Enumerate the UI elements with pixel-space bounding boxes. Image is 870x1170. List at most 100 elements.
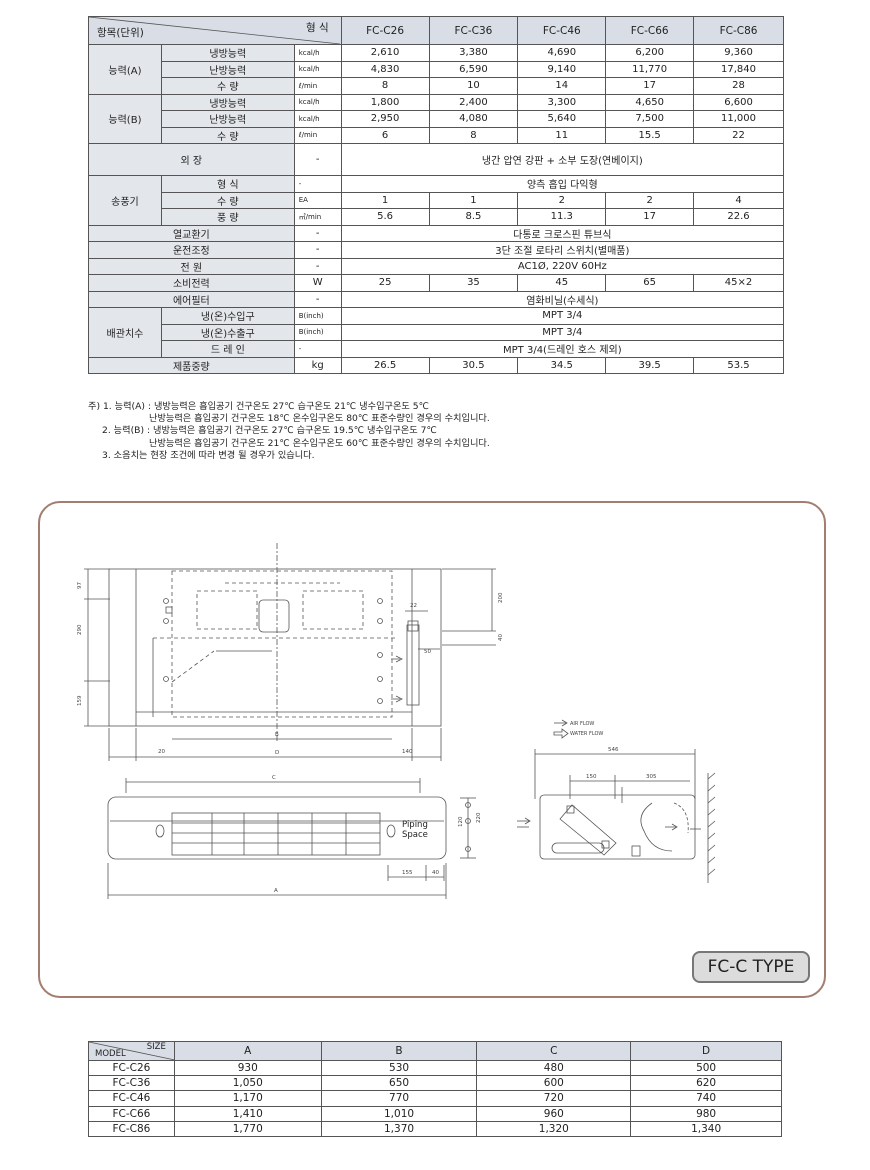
technical-drawing: 97 290 159 200 22 40 50 20 140 B D C A 1… <box>77 543 716 899</box>
spec-value: 7,500 <box>605 110 695 128</box>
spec-value: 2,610 <box>340 44 430 62</box>
spec-value: 3,380 <box>428 44 519 62</box>
dim-b: B <box>275 732 279 738</box>
spec-value: 34.5 <box>517 356 607 374</box>
group-label: 능력(A) <box>88 44 162 95</box>
row-unit: - <box>293 224 342 242</box>
size-value: 1,170 <box>173 1090 322 1107</box>
size-model: FC-C26 <box>88 1059 175 1077</box>
spec-row: 열교환기-다통로 크로스핀 튜브식 <box>88 224 785 242</box>
spec-value: 4,690 <box>517 44 607 62</box>
row-label: 수 량 <box>160 77 295 95</box>
row-unit: kg <box>293 356 342 374</box>
row-label: 냉방능력 <box>160 44 295 62</box>
size-value: 930 <box>173 1059 322 1077</box>
spec-value-merged: 다통로 크로스핀 튜브식 <box>340 224 785 242</box>
note-line: 난방능력은 흡입공기 건구온도 21℃ 온수입구온도 60℃ 표준수량인 경우의… <box>149 437 490 449</box>
model-col-4: FC-C66 <box>605 16 695 45</box>
spec-value: 45 <box>517 274 607 292</box>
dim-40: 40 <box>498 634 504 641</box>
model-col-5: FC-C86 <box>693 16 784 45</box>
size-col-a: A <box>173 1041 322 1061</box>
spec-value-merged: MPT 3/4 <box>340 307 785 325</box>
row-label: 전 원 <box>88 257 295 275</box>
row-unit: kcal/h <box>293 44 342 62</box>
size-col-c: C <box>476 1041 632 1061</box>
row-label: 형 식 <box>160 175 295 193</box>
header-diagonal-line <box>89 17 340 44</box>
legend-water-flow: WATER FLOW <box>570 731 603 737</box>
size-col-d: D <box>630 1041 782 1061</box>
header-model-label: 형 식 <box>305 22 329 34</box>
spec-value: 4,080 <box>428 110 519 128</box>
size-value: 960 <box>476 1105 632 1122</box>
size-model: FC-C46 <box>88 1090 175 1107</box>
spec-value: 3,300 <box>517 93 607 111</box>
spec-value: 8.5 <box>428 208 519 226</box>
row-label: 드 레 인 <box>160 340 295 358</box>
model-col-1: FC-C26 <box>340 16 430 45</box>
spec-value: 10 <box>428 77 519 95</box>
spec-value: 6 <box>340 126 430 144</box>
row-label: 난방능력 <box>160 60 295 78</box>
spec-value: 2,400 <box>428 93 519 111</box>
size-model: FC-C86 <box>88 1120 175 1137</box>
dim-120: 120 <box>458 816 464 827</box>
spec-value: 1 <box>340 191 430 209</box>
size-header-diagonal <box>89 1042 175 1060</box>
spec-value: 8 <box>428 126 519 144</box>
dim-22: 22 <box>410 603 417 609</box>
dim-159: 159 <box>77 695 83 706</box>
group-label: 배관치수 <box>88 307 162 358</box>
spec-value: 25 <box>340 274 430 292</box>
row-unit: kcal/h <box>293 60 342 78</box>
size-value: 980 <box>630 1105 782 1122</box>
row-unit: kcal/h <box>293 110 342 128</box>
piping-space-label: Space <box>402 830 428 840</box>
spec-row: 전 원-AC1Ø, 220V 60Hz <box>88 257 785 275</box>
spec-value: 11 <box>517 126 607 144</box>
spec-value: 30.5 <box>428 356 519 374</box>
spec-value-merged: MPT 3/4(드레인 호스 제외) <box>340 340 785 358</box>
spec-value-merged: MPT 3/4 <box>340 323 785 341</box>
size-value: 650 <box>320 1075 478 1092</box>
spec-value: 35 <box>428 274 519 292</box>
model-col-3: FC-C46 <box>517 16 607 45</box>
row-label: 냉(온)수입구 <box>160 307 295 325</box>
size-value: 1,010 <box>320 1105 478 1122</box>
row-unit: - <box>293 340 342 358</box>
piping-space-label: Piping <box>402 820 428 830</box>
spec-value: 5,640 <box>517 110 607 128</box>
spec-value: 22.6 <box>693 208 784 226</box>
spec-value: 53.5 <box>693 356 784 374</box>
spec-value: 1 <box>428 191 519 209</box>
bottom-view <box>107 778 476 899</box>
size-value: 1,770 <box>173 1120 322 1137</box>
spec-value: 8 <box>340 77 430 95</box>
size-value: 480 <box>476 1059 632 1077</box>
spec-value: 4 <box>693 191 784 209</box>
type-badge: FC-C TYPE <box>692 951 810 983</box>
dim-546: 546 <box>608 747 619 753</box>
row-unit: - <box>293 290 342 308</box>
dim-155: 155 <box>402 870 413 876</box>
spec-value: 2,950 <box>340 110 430 128</box>
legend-air-flow: AIR FLOW <box>570 721 594 727</box>
size-value: 1,410 <box>173 1105 322 1122</box>
size-value: 1,050 <box>173 1075 322 1092</box>
spec-value-merged: 양측 흡입 다익형 <box>340 175 785 193</box>
dim-a: A <box>274 888 278 894</box>
dim-220: 220 <box>476 812 482 823</box>
row-unit: ㎥/min <box>293 208 342 226</box>
spec-row: 운전조정-3단 조절 로타리 스위치(별매품) <box>88 241 785 259</box>
size-value: 740 <box>630 1090 782 1107</box>
spec-value-merged: 냉간 압연 강판 + 소부 도장(연베이지) <box>340 143 785 176</box>
